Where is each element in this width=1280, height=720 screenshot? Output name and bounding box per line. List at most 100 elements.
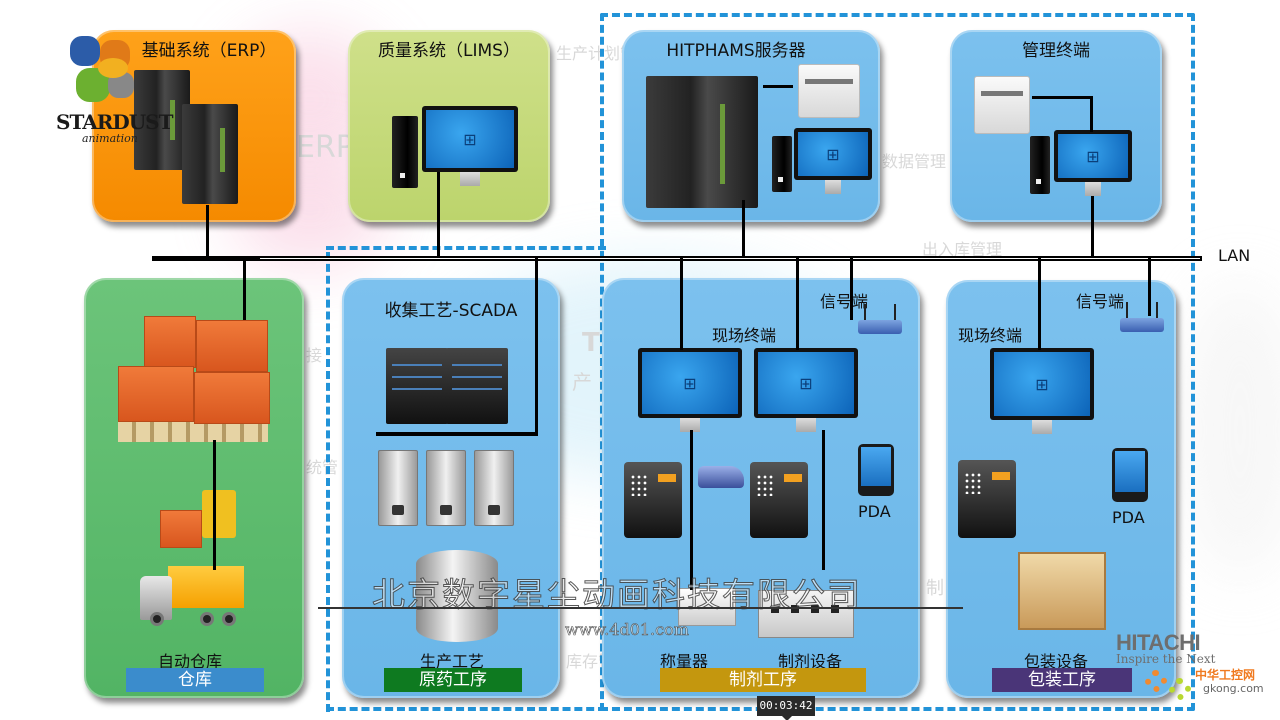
carton-box-icon — [118, 366, 194, 422]
panel-formulation: 信号端 现场终端 ⊞ ⊞ PDA 称量器 制剂设备 制剂工序 — [602, 278, 920, 698]
carton-box-icon — [196, 320, 268, 372]
stardust-logo-sub: animation — [82, 132, 138, 145]
pda-icon — [1112, 448, 1148, 502]
printer-icon — [974, 76, 1030, 134]
pc-tower-icon — [1030, 136, 1050, 194]
link-scale — [690, 430, 693, 590]
panel-erp-title: 基础系统（ERP） — [141, 41, 277, 61]
silver-server-icon — [474, 450, 514, 526]
barcode-scanner-icon — [698, 466, 744, 488]
hitachi-brand: HITACHI — [1116, 630, 1201, 655]
monitor-icon: ⊞ — [638, 348, 742, 432]
printer-icon — [798, 64, 860, 118]
wireless-router-icon — [1120, 302, 1164, 332]
hitachi-tagline: Inspire the Next — [1116, 652, 1216, 666]
link-printer — [763, 85, 793, 88]
stardust-logo: STARDUST animation — [56, 32, 176, 145]
silver-server-icon — [378, 450, 418, 526]
panel-scada-title: 收集工艺-SCADA — [384, 301, 518, 321]
bg-text: 数据管理 — [882, 152, 947, 171]
panel-lims-title: 质量系统（LIMS） — [378, 41, 520, 61]
watermark-url: www.4d01.com — [565, 620, 690, 640]
stage-api: 原药工序 — [384, 668, 522, 692]
bg-blob — [1180, 280, 1280, 580]
monitor-icon: ⊞ — [1054, 130, 1132, 196]
link-printer — [1032, 96, 1092, 99]
stage-packaging: 包装工序 — [992, 668, 1132, 692]
stage-warehouse: 仓库 — [126, 668, 264, 692]
panel-api-process: 收集工艺-SCADA 生产工艺 原药工序 — [342, 278, 560, 698]
bg-text: 制 — [926, 578, 944, 599]
system-boundary-bottom — [326, 707, 606, 711]
mainframe-server-icon — [646, 76, 758, 208]
monitor-icon: ⊞ — [422, 106, 518, 186]
windows-logo-icon: ⊞ — [758, 352, 854, 414]
stardust-logo-name: STARDUST — [56, 110, 173, 134]
rack-server-icon — [446, 348, 508, 424]
formulation-machine-icon — [758, 590, 854, 638]
carton-box-icon — [160, 510, 202, 548]
mainframe-server-icon — [182, 104, 238, 204]
link-terminal-2 — [796, 258, 799, 350]
bg-text: 生产计划管 — [556, 44, 637, 63]
panel-packaging: 信号端 现场终端 ⊞ PDA 包装设备 包装工序 — [946, 280, 1176, 698]
plc-controller-icon — [624, 462, 682, 538]
bg-text: T — [582, 328, 600, 358]
plc-controller-icon — [750, 462, 808, 538]
windows-logo-icon: ⊞ — [994, 352, 1090, 416]
bg-text: 产 — [572, 370, 592, 394]
scale-label: 称量器 — [660, 652, 709, 671]
panel-hitphams-title: HITPHAMS服务器 — [666, 41, 806, 61]
gkong-logo: 中华工控网 gkong.com — [1145, 664, 1275, 704]
field-terminal-label: 现场终端 — [712, 326, 777, 345]
link-terminal-1 — [680, 258, 683, 350]
api-device-label: 生产工艺 — [420, 652, 485, 671]
system-boundary-left — [326, 252, 330, 712]
pda-label: PDA — [858, 502, 891, 521]
packaging-equipment-label: 包装设备 — [1024, 652, 1089, 671]
forklift-icon — [202, 490, 236, 538]
link-erp — [206, 205, 209, 258]
link-scada — [535, 258, 538, 434]
gkong-en: gkong.com — [1203, 682, 1264, 695]
windows-logo-icon: ⊞ — [1058, 134, 1128, 178]
windows-logo-icon: ⊞ — [798, 132, 868, 176]
panel-hitphams: HITPHAMS服务器 ⊞ — [622, 30, 880, 222]
windows-logo-icon: ⊞ — [642, 352, 738, 414]
bg-text: ERP — [296, 130, 354, 165]
database-icon — [416, 550, 498, 642]
bg-text: 出入库管理 — [922, 240, 1003, 259]
hitachi-logo: HITACHI Inspire the Next — [1116, 630, 1215, 666]
warehouse-device-label: 自动仓库 — [158, 652, 223, 671]
pda-icon — [858, 444, 894, 496]
system-boundary-mid — [326, 246, 606, 250]
monitor-icon: ⊞ — [754, 348, 858, 432]
signal-label: 信号端 — [820, 292, 869, 311]
link-machine — [822, 430, 825, 570]
link-router-2 — [1148, 258, 1151, 316]
link-management — [1091, 196, 1094, 258]
link-hitphams — [742, 200, 745, 258]
wooden-crate-icon — [1018, 552, 1106, 630]
mainframe-server-icon — [134, 70, 190, 170]
gkong-cn: 中华工控网 — [1195, 668, 1256, 682]
silver-server-icon — [426, 450, 466, 526]
panel-management-title: 管理终端 — [1022, 41, 1090, 61]
windows-logo-icon: ⊞ — [426, 110, 514, 168]
panel-lims: 质量系统（LIMS） ⊞ — [348, 30, 550, 222]
pc-tower-icon — [392, 116, 418, 188]
gear-icon — [1145, 670, 1167, 692]
monitor-icon: ⊞ — [794, 128, 872, 194]
stage-formulation: 制剂工序 — [660, 668, 866, 692]
rack-server-icon — [386, 348, 448, 424]
plc-controller-icon — [958, 460, 1016, 538]
wireless-router-icon — [858, 304, 902, 334]
gear-icon — [1169, 678, 1191, 700]
field-terminal-label: 现场终端 — [958, 326, 1023, 345]
link-warehouse — [243, 258, 246, 320]
scada-bus — [376, 432, 538, 436]
carton-box-icon — [144, 316, 196, 368]
pda-label: PDA — [1112, 508, 1145, 527]
carton-box-icon — [194, 372, 270, 424]
pc-tower-icon — [772, 136, 792, 192]
